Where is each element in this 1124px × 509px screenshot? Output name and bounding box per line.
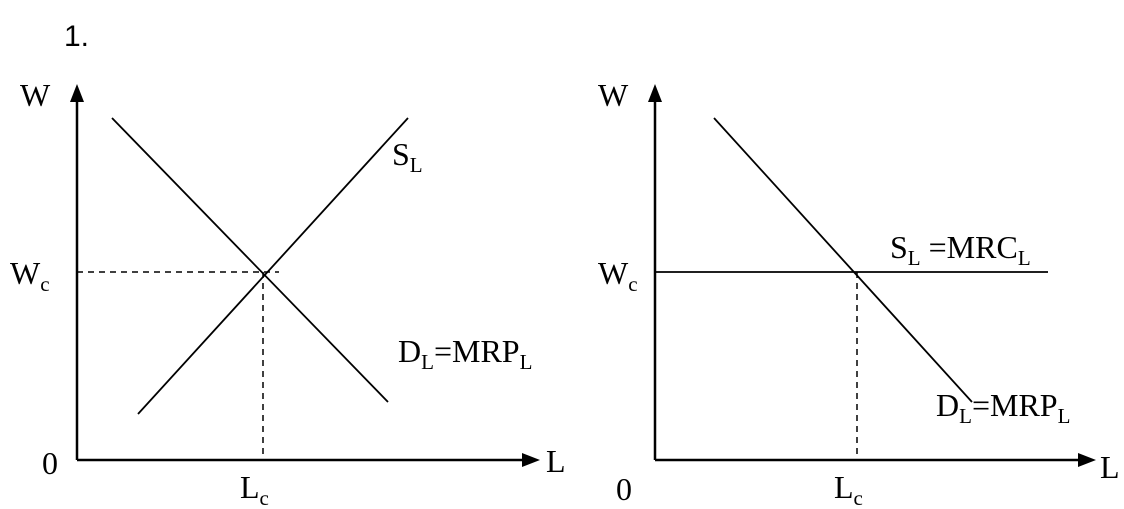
- left-labor-label: Lc: [240, 469, 269, 509]
- left-panel: W L 0 Wc Lc SL DL=MRPL: [10, 77, 566, 509]
- left-demand-curve: [111, 117, 389, 403]
- right-origin-label: 0: [616, 471, 632, 507]
- right-labor-label: Lc: [834, 469, 863, 509]
- right-demand-curve: [713, 117, 973, 403]
- left-y-axis-arrow: [70, 84, 84, 102]
- left-y-axis-label: W: [20, 77, 51, 113]
- left-wage-label: Wc: [10, 255, 50, 296]
- right-x-axis-label: L: [1100, 449, 1120, 485]
- left-origin-label: 0: [42, 445, 58, 481]
- left-x-axis-label: L: [546, 443, 566, 479]
- right-y-axis-arrow: [648, 84, 662, 102]
- right-supply-label: SL =MRCL: [890, 229, 1031, 270]
- figure-number: 1.: [64, 20, 89, 53]
- left-x-axis-arrow: [522, 453, 540, 467]
- right-wage-label: Wc: [598, 255, 638, 296]
- right-y-axis-label: W: [598, 77, 629, 113]
- right-demand-label: DL=MRPL: [936, 387, 1070, 428]
- left-supply-label: SL: [392, 136, 423, 177]
- left-demand-label: DL=MRPL: [398, 333, 532, 374]
- right-panel: W L 0 Wc Lc SL =MRCL DL=MRPL: [598, 77, 1120, 509]
- right-x-axis-arrow: [1078, 453, 1096, 467]
- left-supply-curve: [137, 117, 409, 415]
